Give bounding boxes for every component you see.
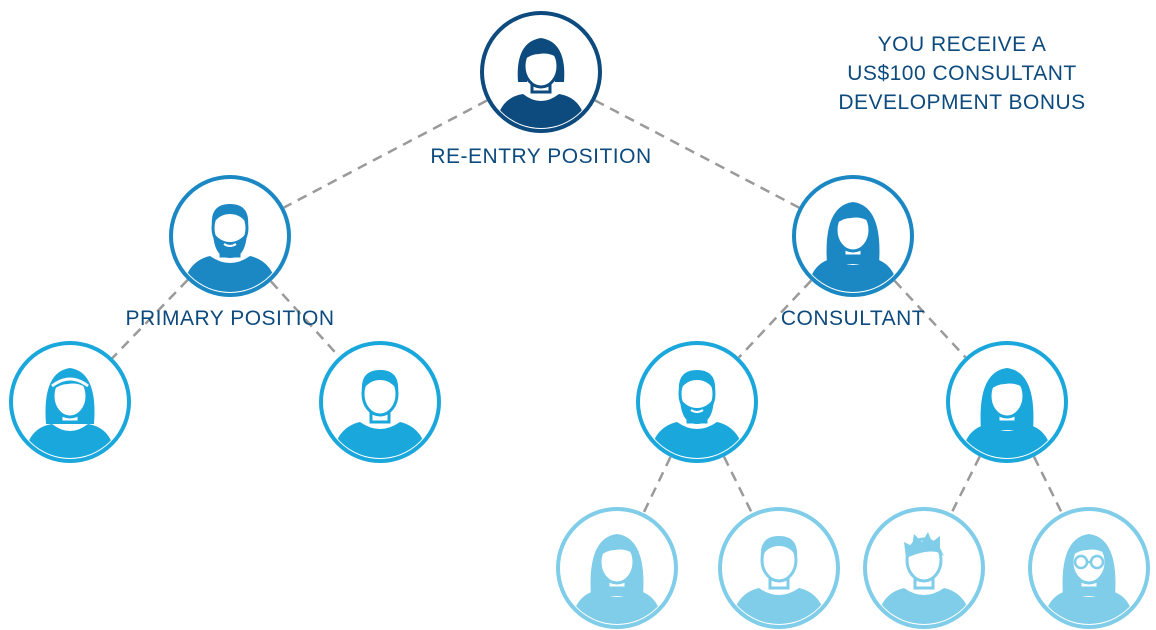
connector-reentry-to-primary [283,99,488,209]
bonus-line-3: DEVELOPMENT BONUS [838,91,1085,114]
bonus-callout: YOU RECEIVE A US$100 CONSULTANT DEVELOPM… [838,33,1085,114]
connector-consultant-to-consultant-right-child [893,279,967,359]
woman-headband-avatar-icon [9,341,131,463]
man-avatar-icon [718,507,840,629]
man-avatar-icon [319,341,441,463]
connector-lines [111,99,1064,514]
woman-glasses-avatar-icon [1028,507,1150,629]
connector-consultant-right-child-to-downline-3 [950,456,981,514]
consultant-label: CONSULTANT [781,307,925,330]
primary-position-label: PRIMARY POSITION [125,307,334,330]
connector-consultant-left-child-to-downline-2 [722,456,754,514]
woman-long-hair-avatar-icon [556,507,678,629]
man-beard-avatar-icon [636,341,758,463]
man-beard-avatar-icon [169,175,291,297]
connector-consultant-left-child-to-downline-1 [642,456,672,514]
bonus-line-2: US$100 CONSULTANT [847,62,1076,85]
connector-consultant-to-consultant-left-child [737,279,813,359]
connector-primary-to-primary-left-child [111,279,189,359]
woman-bob-avatar-icon [480,11,602,133]
woman-long-hair-avatar-icon [792,175,914,297]
woman-long-hair-avatar-icon [946,341,1068,463]
connector-consultant-right-child-to-downline-4 [1032,456,1064,514]
bonus-line-1: YOU RECEIVE A [878,33,1047,56]
avatar-layer [9,11,1150,629]
connector-reentry-to-consultant [594,99,800,209]
man-spiky-hair-avatar-icon [863,507,985,629]
reentry-position-label: RE-ENTRY POSITION [430,145,651,168]
